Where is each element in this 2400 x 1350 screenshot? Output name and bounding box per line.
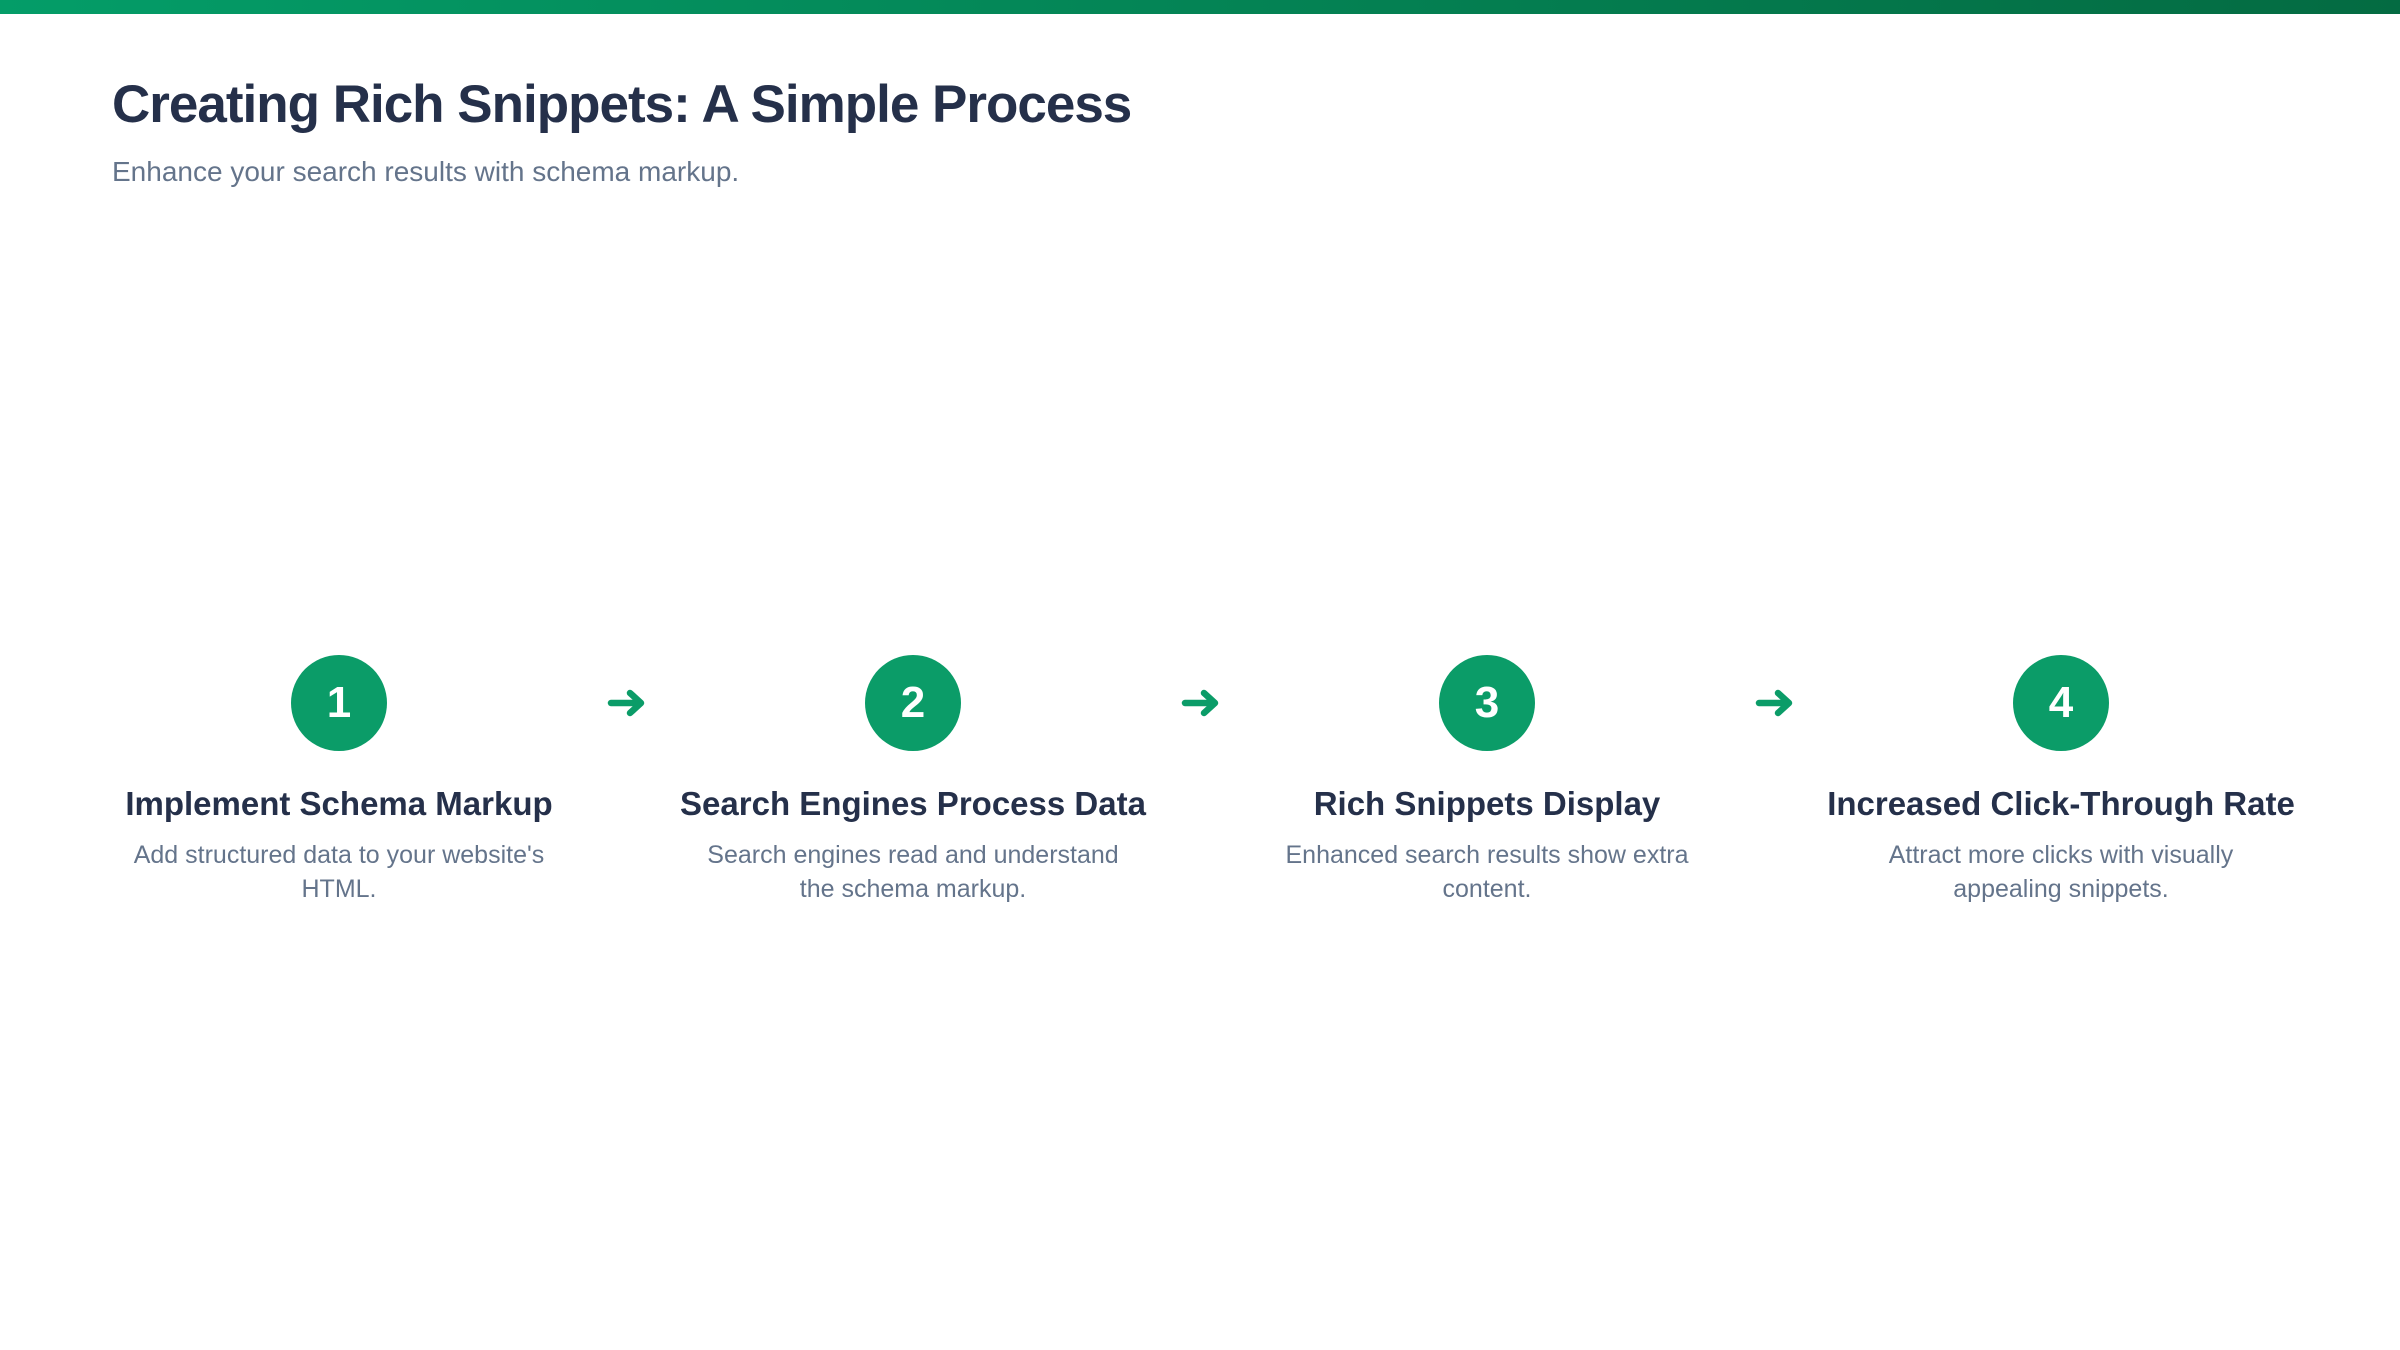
step-item-2: 2 Search Engines Process Data Search eng…: [674, 654, 1152, 906]
step-number: 3: [1474, 677, 1500, 727]
step-description: Attract more clicks with visually appeal…: [1888, 840, 2234, 903]
step-title: Search Engines Process Data: [680, 784, 1146, 822]
arrow-right-icon: [1726, 655, 1822, 751]
step-item-1: 1 Implement Schema Markup Add structured…: [100, 654, 578, 906]
top-accent-bar: [0, 0, 2400, 14]
header: Creating Rich Snippets: A Simple Process…: [0, 14, 2400, 193]
step-description: Enhanced search results show extra conte…: [1285, 840, 1689, 903]
step-title: Implement Schema Markup: [125, 784, 553, 822]
step-description: Add structured data to your website's HT…: [133, 840, 545, 903]
step-number: 2: [900, 677, 926, 727]
step-item-4: 4 Increased Click-Through Rate Attract m…: [1822, 654, 2300, 906]
step-title: Increased Click-Through Rate: [1827, 784, 2295, 822]
arrow-right-icon: [1152, 655, 1248, 751]
step-number: 1: [326, 677, 352, 727]
step-description: Search engines read and understand the s…: [707, 840, 1119, 903]
step-item-3: 3 Rich Snippets Display Enhanced search …: [1248, 654, 1726, 906]
step-number-badge: 1: [291, 654, 387, 751]
page-subtitle: Enhance your search results with schema …: [112, 156, 740, 188]
step-number-badge: 4: [2013, 654, 2109, 751]
arrow-right-icon: [578, 655, 674, 751]
step-number-badge: 3: [1439, 654, 1535, 751]
page-title: Creating Rich Snippets: A Simple Process: [112, 75, 1132, 134]
step-title: Rich Snippets Display: [1313, 784, 1661, 822]
process-flow: 1 Implement Schema Markup Add structured…: [0, 654, 2400, 906]
step-number-badge: 2: [865, 654, 961, 751]
step-number: 4: [2048, 677, 2074, 727]
